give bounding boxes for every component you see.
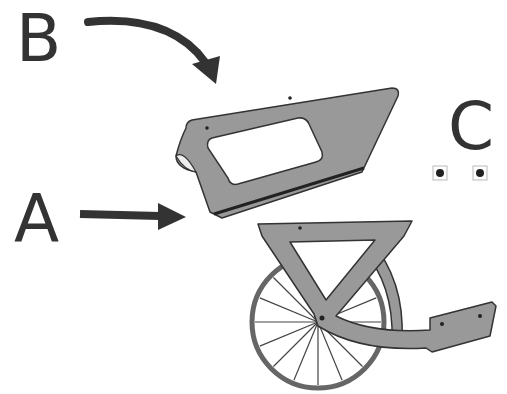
plate <box>176 88 398 218</box>
screw <box>473 166 487 180</box>
spoke <box>273 322 318 367</box>
arrow <box>88 21 205 62</box>
screw <box>433 166 447 180</box>
rivet <box>298 226 302 230</box>
screw <box>436 169 444 177</box>
trailer-frame <box>258 221 496 352</box>
callout-letter: C <box>448 94 494 160</box>
arrow <box>80 214 160 216</box>
plate-fold <box>176 155 196 172</box>
rivet <box>440 322 444 326</box>
plate-window <box>208 118 323 185</box>
spoke <box>255 321 318 322</box>
spoke <box>260 322 318 346</box>
spoke <box>317 322 318 385</box>
callout-letter: B <box>16 6 61 72</box>
rivet <box>288 96 292 100</box>
callout-letter: A <box>14 186 59 252</box>
axle <box>320 316 325 321</box>
arrowhead <box>158 203 186 230</box>
arrowhead <box>192 56 220 84</box>
screw <box>476 169 484 177</box>
plate-edge <box>214 168 364 214</box>
rivet <box>478 314 482 318</box>
rivet <box>205 126 209 130</box>
frame-opening <box>290 240 375 300</box>
